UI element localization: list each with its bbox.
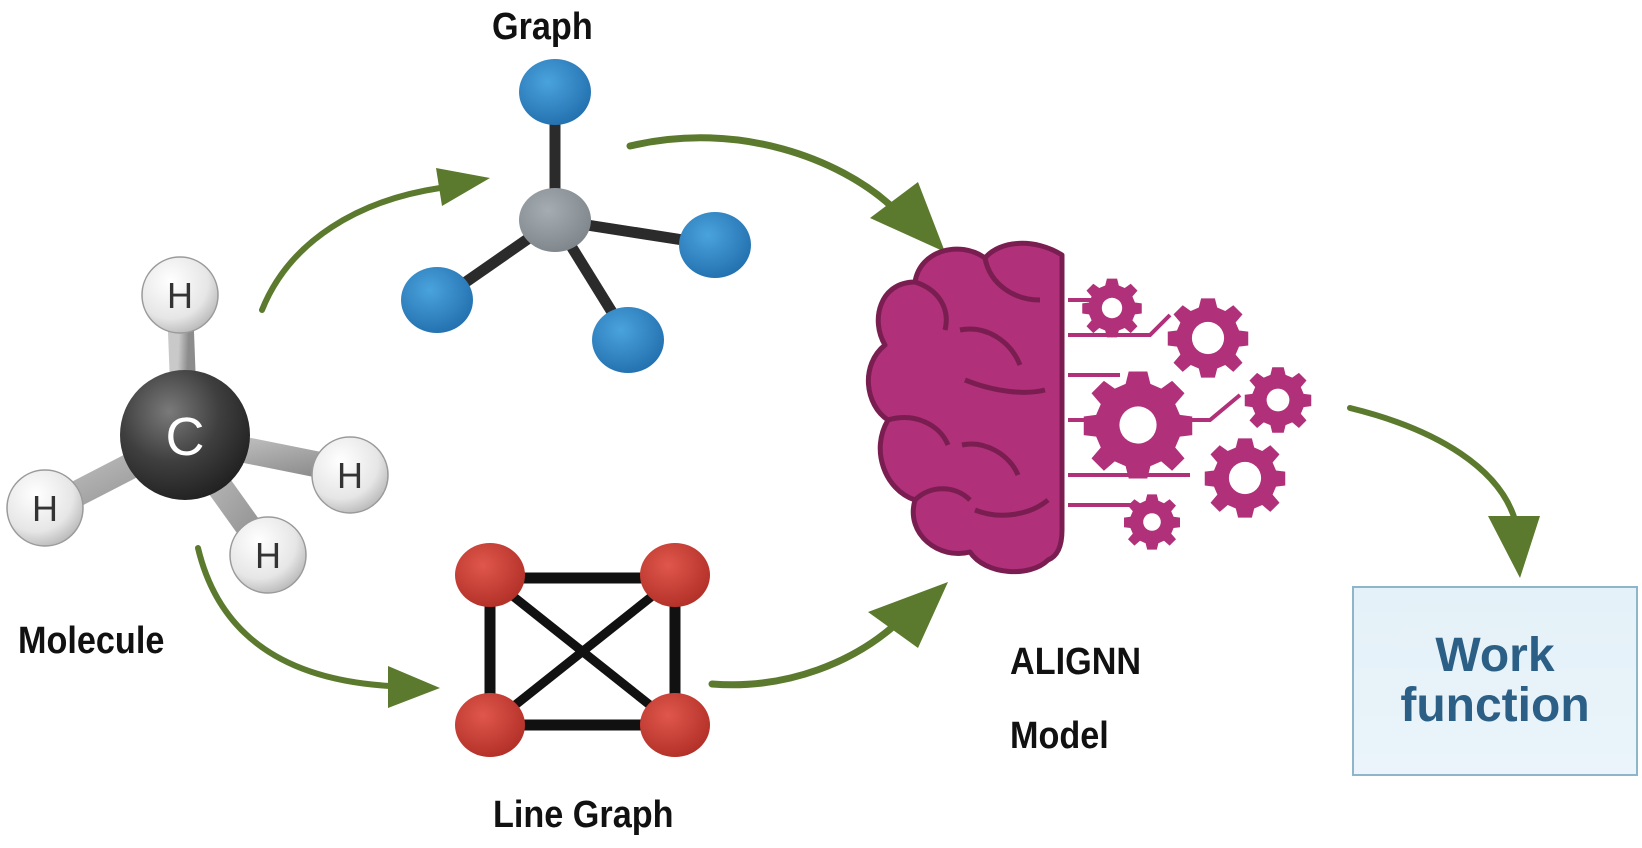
graph-node-bottom <box>592 307 664 373</box>
output-label-line1: Work <box>1435 628 1555 682</box>
line-graph-label: Line Graph <box>493 794 674 836</box>
gear-icon <box>1083 371 1193 479</box>
gear-icon <box>1244 367 1312 433</box>
model-label-line1: ALIGNN <box>1010 641 1142 683</box>
brain-icon <box>866 240 1312 575</box>
arrow-molecule-to-graph <box>259 168 490 313</box>
hydrogen-label-right: H <box>337 455 363 496</box>
hydrogen-label-bottom: H <box>255 535 281 576</box>
gear-icon <box>1204 438 1286 518</box>
graph-node-top <box>519 59 591 125</box>
carbon-atom <box>120 370 250 500</box>
line-graph-node-bl <box>455 693 525 757</box>
hydrogen-label-top: H <box>167 275 193 316</box>
hydrogen-atom-top <box>141 256 219 334</box>
molecule-icon: C H H H H <box>6 256 389 594</box>
arrow-molecule-to-line-graph <box>195 545 440 708</box>
arrow-graph-to-model <box>626 134 945 252</box>
hydrogen-label-left: H <box>32 488 58 529</box>
graph-icon <box>401 59 751 373</box>
output-label-line2: function <box>1400 679 1590 732</box>
line-graph-node-tl <box>455 543 525 607</box>
carbon-label: C <box>166 407 205 467</box>
graph-node-right <box>679 212 751 278</box>
graph-node-center <box>519 188 591 252</box>
line-graph-node-tr <box>640 543 710 607</box>
graph-node-left <box>401 267 473 333</box>
hydrogen-atom-left <box>6 469 84 547</box>
line-graph-icon <box>455 543 710 757</box>
hydrogen-atom-right <box>311 436 389 514</box>
line-graph-node-br <box>640 693 710 757</box>
hydrogen-atom-bottom <box>229 516 307 594</box>
gear-icon <box>1124 494 1180 550</box>
gear-icon <box>1082 278 1142 338</box>
graph-label: Graph <box>492 6 593 48</box>
model-label-line2: Model <box>1010 715 1109 757</box>
gear-icon <box>1167 298 1249 378</box>
arrow-line-graph-to-model <box>708 582 948 689</box>
work-function-output-box: Work function <box>1352 586 1638 776</box>
molecule-label: Molecule <box>18 620 165 662</box>
arrow-model-to-output <box>1347 405 1540 578</box>
